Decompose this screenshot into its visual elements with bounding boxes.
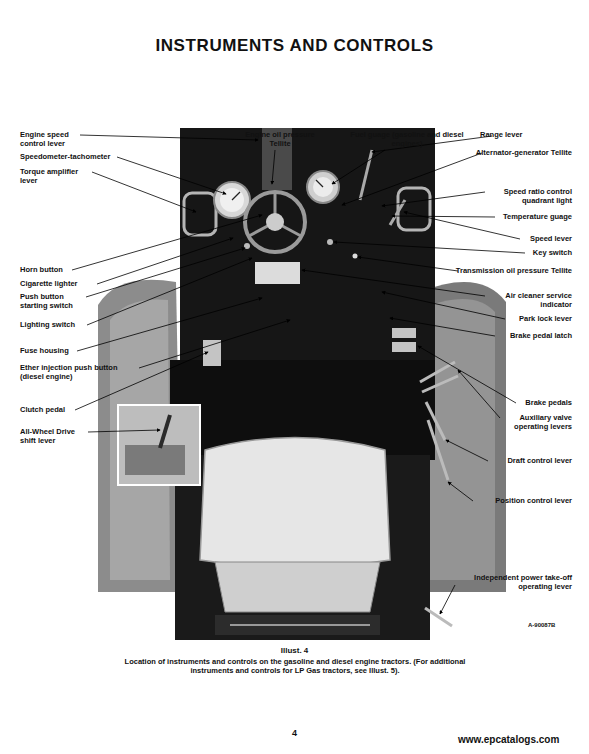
leader-line bbox=[97, 238, 233, 284]
callout-label: All-Wheel Drive shift lever bbox=[20, 428, 88, 445]
brake-pedal bbox=[392, 342, 416, 352]
leader-line bbox=[334, 242, 525, 253]
drawbar bbox=[215, 615, 380, 635]
fuel-temperature-gauge bbox=[307, 171, 339, 203]
gauge-needle bbox=[316, 180, 323, 187]
callout-label: Horn button bbox=[20, 266, 120, 275]
callout-label: Draft control lever bbox=[472, 457, 572, 466]
callout-label: Transmission oil pressure Tellite bbox=[455, 267, 572, 276]
callout-label: www.epcatalogs.com bbox=[458, 734, 586, 745]
callout-label: Brake pedal latch bbox=[472, 332, 572, 341]
leader-lines bbox=[72, 135, 525, 614]
right-fender-highlight bbox=[430, 299, 495, 580]
leader-line bbox=[77, 298, 262, 351]
seat-back bbox=[200, 438, 390, 568]
gauge-needle bbox=[232, 192, 240, 200]
leader-line bbox=[117, 157, 226, 194]
leader-line bbox=[332, 150, 385, 184]
steering-wheel bbox=[245, 192, 305, 252]
leader-line bbox=[382, 192, 485, 206]
leader-line bbox=[418, 346, 516, 403]
gauge-face bbox=[220, 188, 244, 212]
leader-line bbox=[382, 292, 505, 319]
callout-label: Independent power take-off operating lev… bbox=[452, 574, 572, 591]
leader-line bbox=[75, 352, 208, 410]
inset-housing bbox=[125, 445, 185, 475]
gauge-face bbox=[313, 177, 333, 197]
leader-line bbox=[80, 135, 258, 140]
callout-label: Park lock lever bbox=[472, 315, 572, 324]
pto-lever bbox=[425, 608, 452, 626]
page-title: INSTRUMENTS AND CONTROLS bbox=[0, 36, 589, 56]
callout-label: Temperature guage bbox=[472, 213, 572, 222]
right-handle bbox=[398, 188, 430, 230]
callout-label: Engine speed control lever bbox=[20, 131, 82, 148]
callout-label: Range lever bbox=[480, 131, 540, 140]
seat-cushion bbox=[215, 562, 380, 612]
callout-label: Alternator-generator Tellite bbox=[472, 149, 572, 158]
leader-line bbox=[72, 215, 262, 270]
callout-label: Cigarette lighter bbox=[20, 280, 120, 289]
dash-decal bbox=[255, 262, 300, 284]
leader-line bbox=[87, 258, 252, 325]
position-lever bbox=[428, 420, 448, 480]
leader-line bbox=[272, 150, 275, 184]
leader-line bbox=[404, 212, 520, 239]
callout-label: A-90087B bbox=[528, 622, 583, 629]
leader-line bbox=[448, 482, 473, 501]
callout-label: Engine oil pressure Tellite bbox=[235, 131, 325, 148]
callout-label: Key switch bbox=[472, 249, 572, 258]
callout-label: Auxiliary valve operating levers bbox=[497, 414, 572, 431]
leader-line bbox=[342, 153, 482, 205]
leader-line bbox=[88, 430, 160, 432]
wheel-hub bbox=[266, 213, 284, 231]
dash-housing bbox=[180, 128, 435, 368]
brake-pedal bbox=[392, 328, 416, 338]
leader-line bbox=[86, 248, 245, 297]
callout-label: Speed lever bbox=[472, 235, 572, 244]
valve-lever bbox=[422, 376, 458, 392]
range-lever bbox=[360, 150, 372, 200]
callout-label: Ether injection push button (diesel engi… bbox=[20, 364, 142, 381]
callout-label: Clutch pedal bbox=[20, 406, 120, 415]
key-switch bbox=[327, 239, 333, 245]
callout-label: Push button starting switch bbox=[20, 293, 90, 310]
leader-line bbox=[446, 440, 488, 461]
leader-line bbox=[139, 320, 290, 368]
callout-label: Air cleaner service indicator bbox=[484, 292, 572, 309]
indicator-light bbox=[353, 254, 358, 259]
callout-label: Fuse housing bbox=[20, 347, 120, 356]
callout-label: Brake pedals bbox=[472, 399, 572, 408]
inset-photo bbox=[118, 405, 200, 485]
callout-label: Fuel guage (gasoline and diesel engines) bbox=[340, 131, 474, 148]
callout-label: Torque amplifier lever bbox=[20, 168, 95, 185]
left-handle bbox=[184, 193, 216, 235]
callout-label: Illust. 4 bbox=[0, 646, 589, 655]
callout-label: Speed ratio control quadrant light bbox=[482, 188, 572, 205]
awd-shift-lever bbox=[160, 415, 170, 448]
leader-line bbox=[92, 172, 196, 212]
leader-line bbox=[390, 318, 495, 336]
callout-label: Lighting switch bbox=[20, 321, 120, 330]
leader-line bbox=[392, 216, 495, 217]
figure-caption: Location of instruments and controls on … bbox=[110, 657, 480, 675]
hitch-bar bbox=[230, 624, 370, 626]
leader-line bbox=[440, 585, 455, 614]
callout-label: Position control lever bbox=[462, 497, 572, 506]
callout-label: Speedometer-tachometer bbox=[20, 153, 140, 162]
leader-line bbox=[358, 257, 458, 271]
leader-line bbox=[458, 370, 500, 418]
